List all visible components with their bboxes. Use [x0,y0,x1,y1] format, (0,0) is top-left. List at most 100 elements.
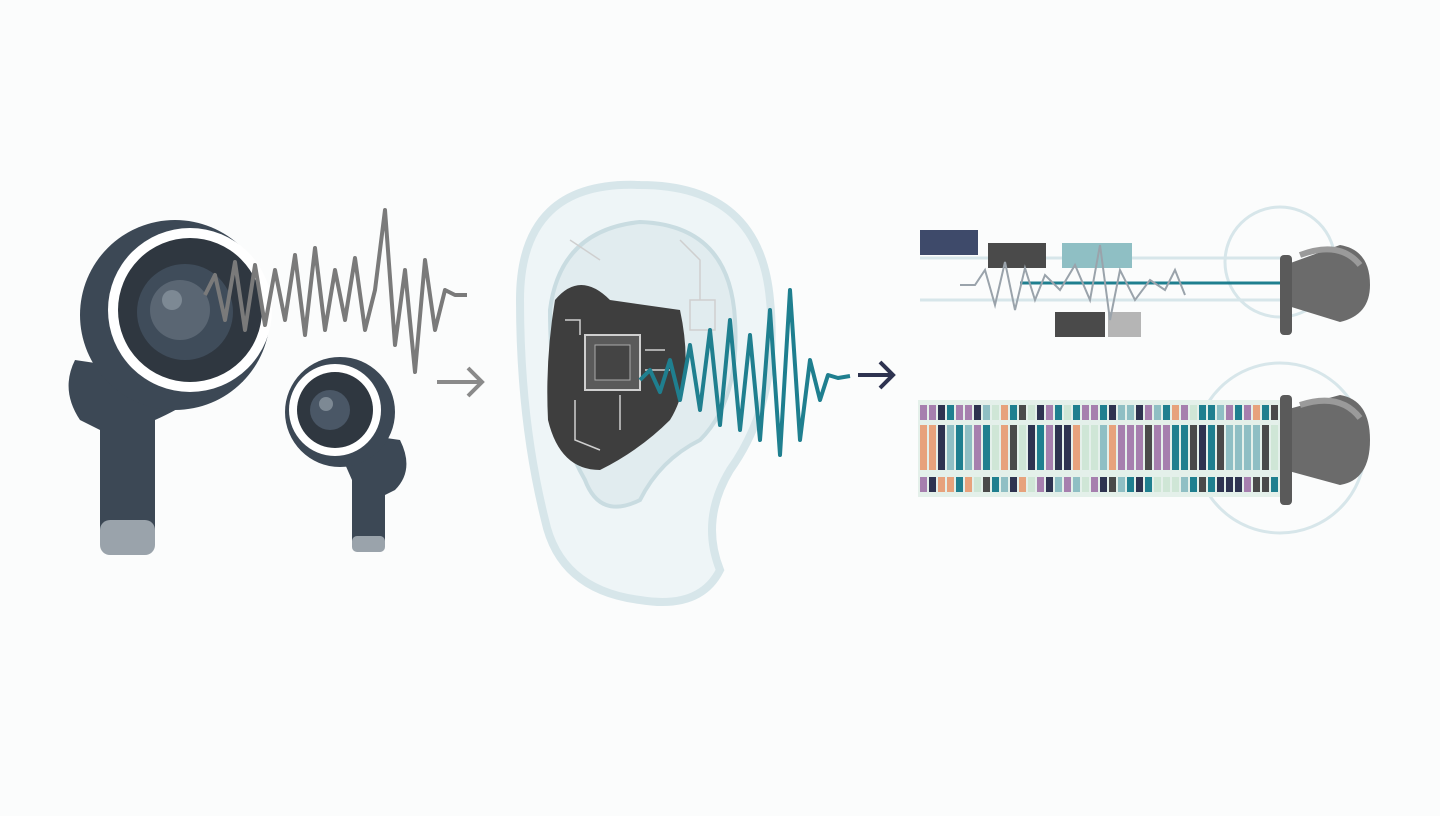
barcode-stripe [1001,425,1008,470]
barcode-stripe [1199,477,1206,492]
barcode-stripe [983,405,990,420]
barcode-stripe [1010,425,1017,470]
ear-chip-icon [515,180,851,606]
barcode-stripe [1019,425,1026,470]
eartip-signal-icon [918,205,1370,535]
barcode-stripe [983,425,990,470]
barcode-stripe [1217,405,1224,420]
small-earbud [285,357,407,552]
barcode-stripe [1091,425,1098,470]
barcode-stripe [1145,425,1152,470]
barcode-stripe [1118,425,1125,470]
barcode-stripe [1109,477,1116,492]
barcode-stripe [938,425,945,470]
barcode-stripe [1163,405,1170,420]
barcode-stripe [1226,405,1233,420]
barcode-stripe [965,425,972,470]
barcode-stripe [1208,405,1215,420]
barcode-stripe [1127,477,1134,492]
barcode-stripe [992,425,999,470]
eartip-top [1280,245,1370,335]
barcode-stripe [1055,405,1062,420]
barcode-stripe [992,477,999,492]
barcode-stripe [929,425,936,470]
barcode-stripe [1109,405,1116,420]
arrow-right-icon [858,360,896,390]
arrow-right-icon [437,366,485,398]
barcode-stripe [1064,405,1071,420]
barcode-stripe [1208,425,1215,470]
barcode-stripe [992,405,999,420]
barcode-stripe [1262,425,1269,470]
barcode-stripe [947,477,954,492]
eartip-bottom [1280,395,1370,505]
barcode-stripe [1217,425,1224,470]
signal-block [1055,312,1105,337]
barcode-stripe [965,405,972,420]
barcode-stripe [1145,477,1152,492]
barcode-stripe [1118,477,1125,492]
processed-sound-wave [638,288,851,457]
barcode-stripe [1271,477,1278,492]
barcode-stripe [1064,425,1071,470]
barcode-stripe [920,425,927,470]
barcode-stripe [1037,405,1044,420]
barcode-stripe [1235,477,1242,492]
barcode-stripe [929,405,936,420]
barcode-stripe [1082,477,1089,492]
barcode-stripe [1109,425,1116,470]
barcode-stripe [920,477,927,492]
barcode-stripe [965,477,972,492]
signal-block [920,230,978,255]
barcode-stripe [1163,477,1170,492]
barcode-stripe [947,405,954,420]
barcode-stripe [1019,405,1026,420]
barcode-stripe [1136,425,1143,470]
barcode-stripe [956,405,963,420]
barcode-stripe [1244,425,1251,470]
barcode-stripe [1127,425,1134,470]
barcode-stripe [1037,477,1044,492]
barcode-stripe [1145,405,1152,420]
barcode-stripe [1073,405,1080,420]
barcode-stripe [920,405,927,420]
barcode-stripe [1172,425,1179,470]
barcode-stripe [1136,405,1143,420]
barcode-stripe [1154,405,1161,420]
barcode-stripe [1001,405,1008,420]
barcode-stripe [1181,425,1188,470]
barcode-stripe [1190,405,1197,420]
barcode-stripe [956,477,963,492]
barcode-stripe [956,425,963,470]
barcode-stripe [1235,425,1242,470]
barcode-stripe [1100,477,1107,492]
barcode-stripe [974,477,981,492]
barcode-stripe [1010,477,1017,492]
barcode-stripe [1046,425,1053,470]
barcode-stripe [1091,405,1098,420]
barcode-stripe [1082,405,1089,420]
barcode-stripe [1217,477,1224,492]
barcode-stripe [1028,425,1035,470]
barcode-stripe [1001,477,1008,492]
barcode-stripe [1082,425,1089,470]
barcode-stripe [1100,405,1107,420]
barcode-stripe [1226,425,1233,470]
barcode-stripe [1046,405,1053,420]
barcode-stripe [1064,477,1071,492]
barcode-stripe [1190,425,1197,470]
barcode-stripe [1046,477,1053,492]
barcode-stripe [929,477,936,492]
barcode-signal [918,400,1280,497]
barcode-stripe [974,405,981,420]
barcode-stripe [1055,425,1062,470]
barcode-stripe [1262,405,1269,420]
barcode-stripe [1100,425,1107,470]
barcode-stripe [1262,477,1269,492]
barcode-stripe [1181,405,1188,420]
earbuds-icon [68,208,467,555]
barcode-stripe [1208,477,1215,492]
barcode-stripe [1235,405,1242,420]
barcode-stripe [947,425,954,470]
